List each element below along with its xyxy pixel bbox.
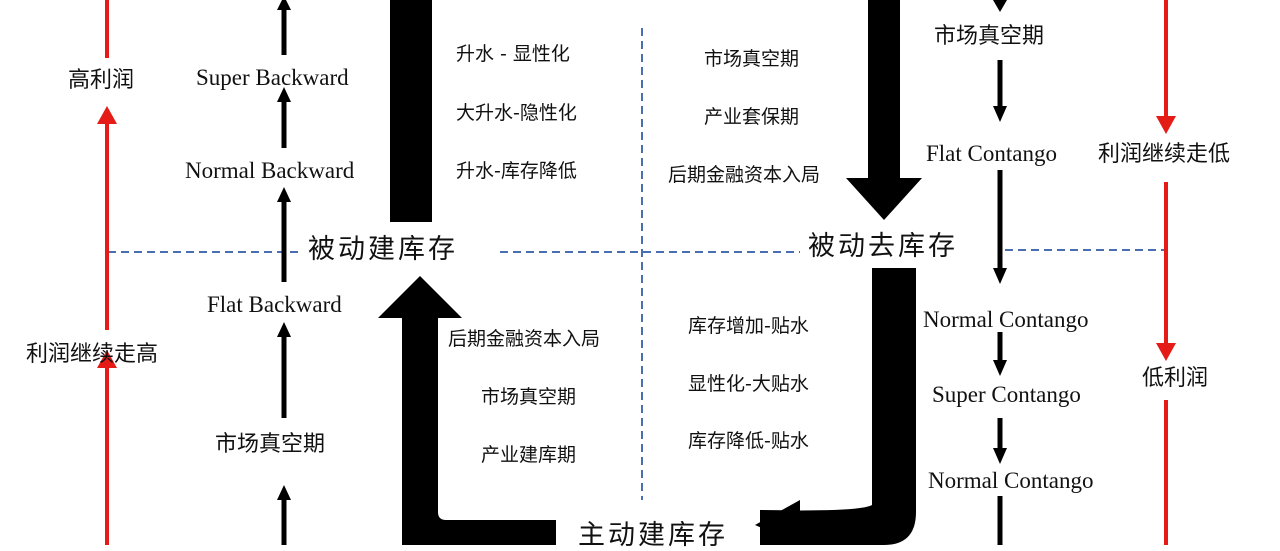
label-flat-contango: Flat Contango — [926, 141, 1057, 166]
label-profit-falling: 利润继续走低 — [1098, 142, 1231, 167]
label-flat-backward: Flat Backward — [207, 292, 342, 317]
inventory-cycle-arrows — [378, 0, 922, 545]
label-normal-backward: Normal Backward — [185, 158, 355, 183]
quadrant-bottom-left-line: 后期金融资本入局 — [448, 328, 601, 350]
label-left-vacuum: 市场真空期 — [215, 432, 326, 457]
phase-passive-destock: 被动去库存 — [802, 233, 964, 260]
label-low-profit: 低利润 — [1142, 366, 1209, 391]
flow-arrow-top-right — [846, 0, 922, 220]
flow-bar-top-left — [390, 0, 432, 222]
label-normal-contango-2: Normal Contango — [928, 468, 1094, 493]
label-super-contango: Super Contango — [932, 382, 1081, 407]
quadrant-bottom-right-line: 库存降低-贴水 — [688, 430, 809, 452]
flow-arrow-bottom-right — [760, 268, 916, 545]
quadrant-bottom-right-line: 显性化-大贴水 — [688, 373, 809, 395]
quadrant-top-right-line: 市场真空期 — [704, 48, 800, 70]
quadrant-top-right-line: 产业套保期 — [704, 106, 800, 128]
quadrant-top-left-line: 大升水-隐性化 — [456, 102, 577, 124]
quadrant-top-left-line: 升水 - 显性化 — [456, 43, 570, 65]
quadrant-top-right-line: 后期金融资本入局 — [668, 164, 821, 186]
left-structure-arrows — [277, 0, 291, 545]
flow-arrowhead-bottom — [755, 500, 800, 545]
label-normal-contango-1: Normal Contango — [923, 307, 1089, 332]
label-high-profit: 高利润 — [68, 68, 135, 93]
quadrant-top-left-line: 升水-库存降低 — [456, 160, 577, 182]
label-right-vacuum: 市场真空期 — [934, 24, 1045, 49]
label-super-backward: Super Backward — [196, 65, 349, 90]
right-profit-arrows — [1156, 0, 1176, 545]
flow-arrow-bottom-left — [378, 276, 556, 545]
left-profit-arrows — [97, 0, 117, 545]
phase-passive-build: 被动建库存 — [302, 236, 464, 263]
label-profit-rising: 利润继续走高 — [26, 342, 159, 367]
quadrant-bottom-right-line: 库存增加-贴水 — [688, 315, 809, 337]
quadrant-bottom-left-line: 产业建库期 — [481, 444, 577, 466]
horizontal-divider — [108, 249, 1165, 253]
right-structure-arrows — [993, 0, 1007, 545]
quadrant-bottom-left-line: 市场真空期 — [481, 386, 577, 408]
